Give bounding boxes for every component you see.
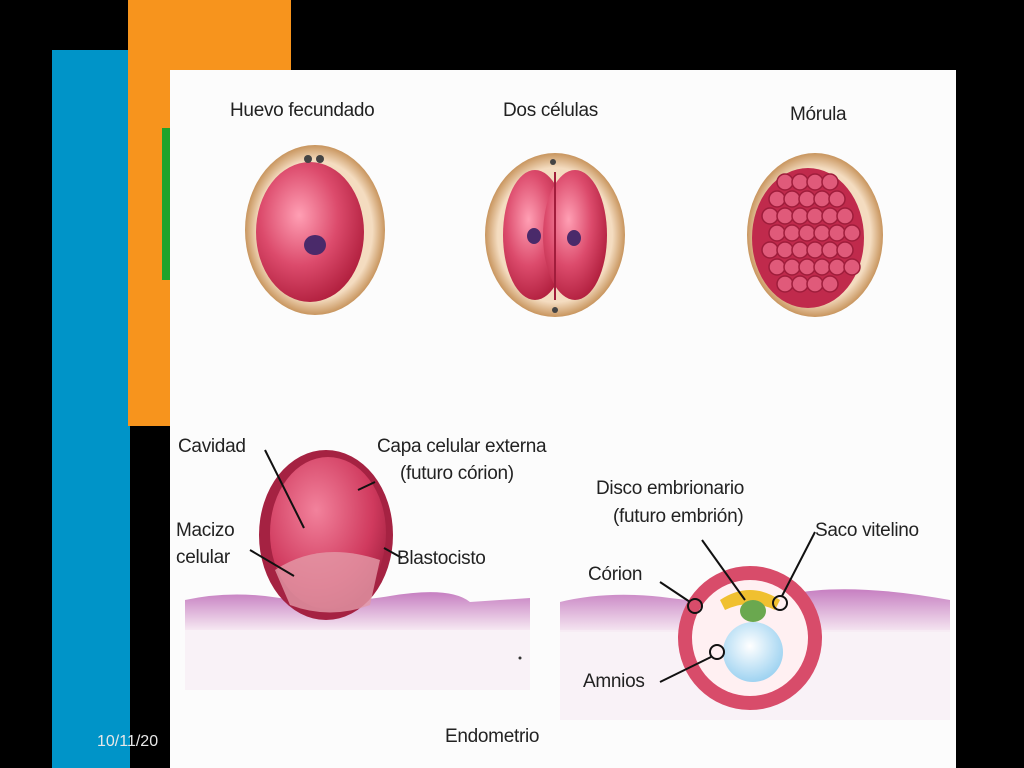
stage-title-morula: Mórula xyxy=(790,104,847,125)
label-macizo-line1: Macizo xyxy=(176,520,235,541)
morula-cell xyxy=(813,224,831,242)
two-cell-stage-illustration xyxy=(485,153,625,317)
embryo-illustration xyxy=(185,145,950,720)
label-capa-line1: Capa celular externa xyxy=(377,436,547,457)
label-saco-vitelino: Saco vitelino xyxy=(815,520,919,541)
morula-cell xyxy=(821,207,839,225)
stage-title-two-cells: Dos células xyxy=(503,100,598,121)
morula-cell xyxy=(776,275,794,293)
morula-cell xyxy=(828,190,846,208)
morula-cell xyxy=(776,173,794,191)
morula-cell xyxy=(843,258,861,276)
morula-cell xyxy=(776,241,794,259)
morula-cell xyxy=(806,207,824,225)
morula-cell xyxy=(828,224,846,242)
morula-cell xyxy=(836,241,854,259)
blastocyst-illustration xyxy=(249,449,403,620)
label-disco-line2: (futuro embrión) xyxy=(613,506,744,527)
blue-accent-bar xyxy=(52,50,130,768)
morula-cell xyxy=(813,190,831,208)
label-endometrio: Endometrio xyxy=(445,726,540,747)
morula-illustration xyxy=(747,153,883,317)
morula-cell xyxy=(791,173,809,191)
morula-cell xyxy=(791,275,809,293)
morula-cell xyxy=(791,207,809,225)
slide-date: 10/11/20 xyxy=(97,733,159,750)
morula-cell xyxy=(798,258,816,276)
implanted-embryo-illustration xyxy=(659,531,822,710)
morula-cell xyxy=(791,241,809,259)
morula-cell xyxy=(806,275,824,293)
label-cavidad: Cavidad xyxy=(178,436,246,457)
morula-cell xyxy=(768,190,786,208)
fertilized-egg-illustration xyxy=(245,145,385,315)
morula-cell xyxy=(798,224,816,242)
morula-cell xyxy=(821,173,839,191)
embryo-development-figure: Huevo fecundado Dos células Mórula Cavid… xyxy=(170,70,956,768)
morula-cell xyxy=(843,224,861,242)
morula-cell xyxy=(783,258,801,276)
morula-cell xyxy=(768,224,786,242)
morula-cell xyxy=(836,207,854,225)
morula-cell xyxy=(783,224,801,242)
label-macizo-line2: celular xyxy=(176,547,230,568)
label-disco-line1: Disco embrionario xyxy=(596,478,745,499)
morula-cell xyxy=(776,207,794,225)
morula-cell xyxy=(798,190,816,208)
morula-cell xyxy=(761,241,779,259)
label-amnios: Amnios xyxy=(583,671,645,692)
label-blastocisto: Blastocisto xyxy=(397,548,486,569)
morula-cell xyxy=(806,241,824,259)
morula-cell xyxy=(813,258,831,276)
label-capa-line2: (futuro córion) xyxy=(400,463,514,484)
label-corion: Córion xyxy=(588,564,643,585)
morula-cell xyxy=(828,258,846,276)
endometrium-left xyxy=(185,592,530,630)
morula-cell xyxy=(783,190,801,208)
morula-cell xyxy=(806,173,824,191)
morula-cell xyxy=(821,241,839,259)
morula-cell xyxy=(761,207,779,225)
stage-title-fertilized-egg: Huevo fecundado xyxy=(230,100,375,121)
morula-cell xyxy=(821,275,839,293)
morula-cell xyxy=(768,258,786,276)
